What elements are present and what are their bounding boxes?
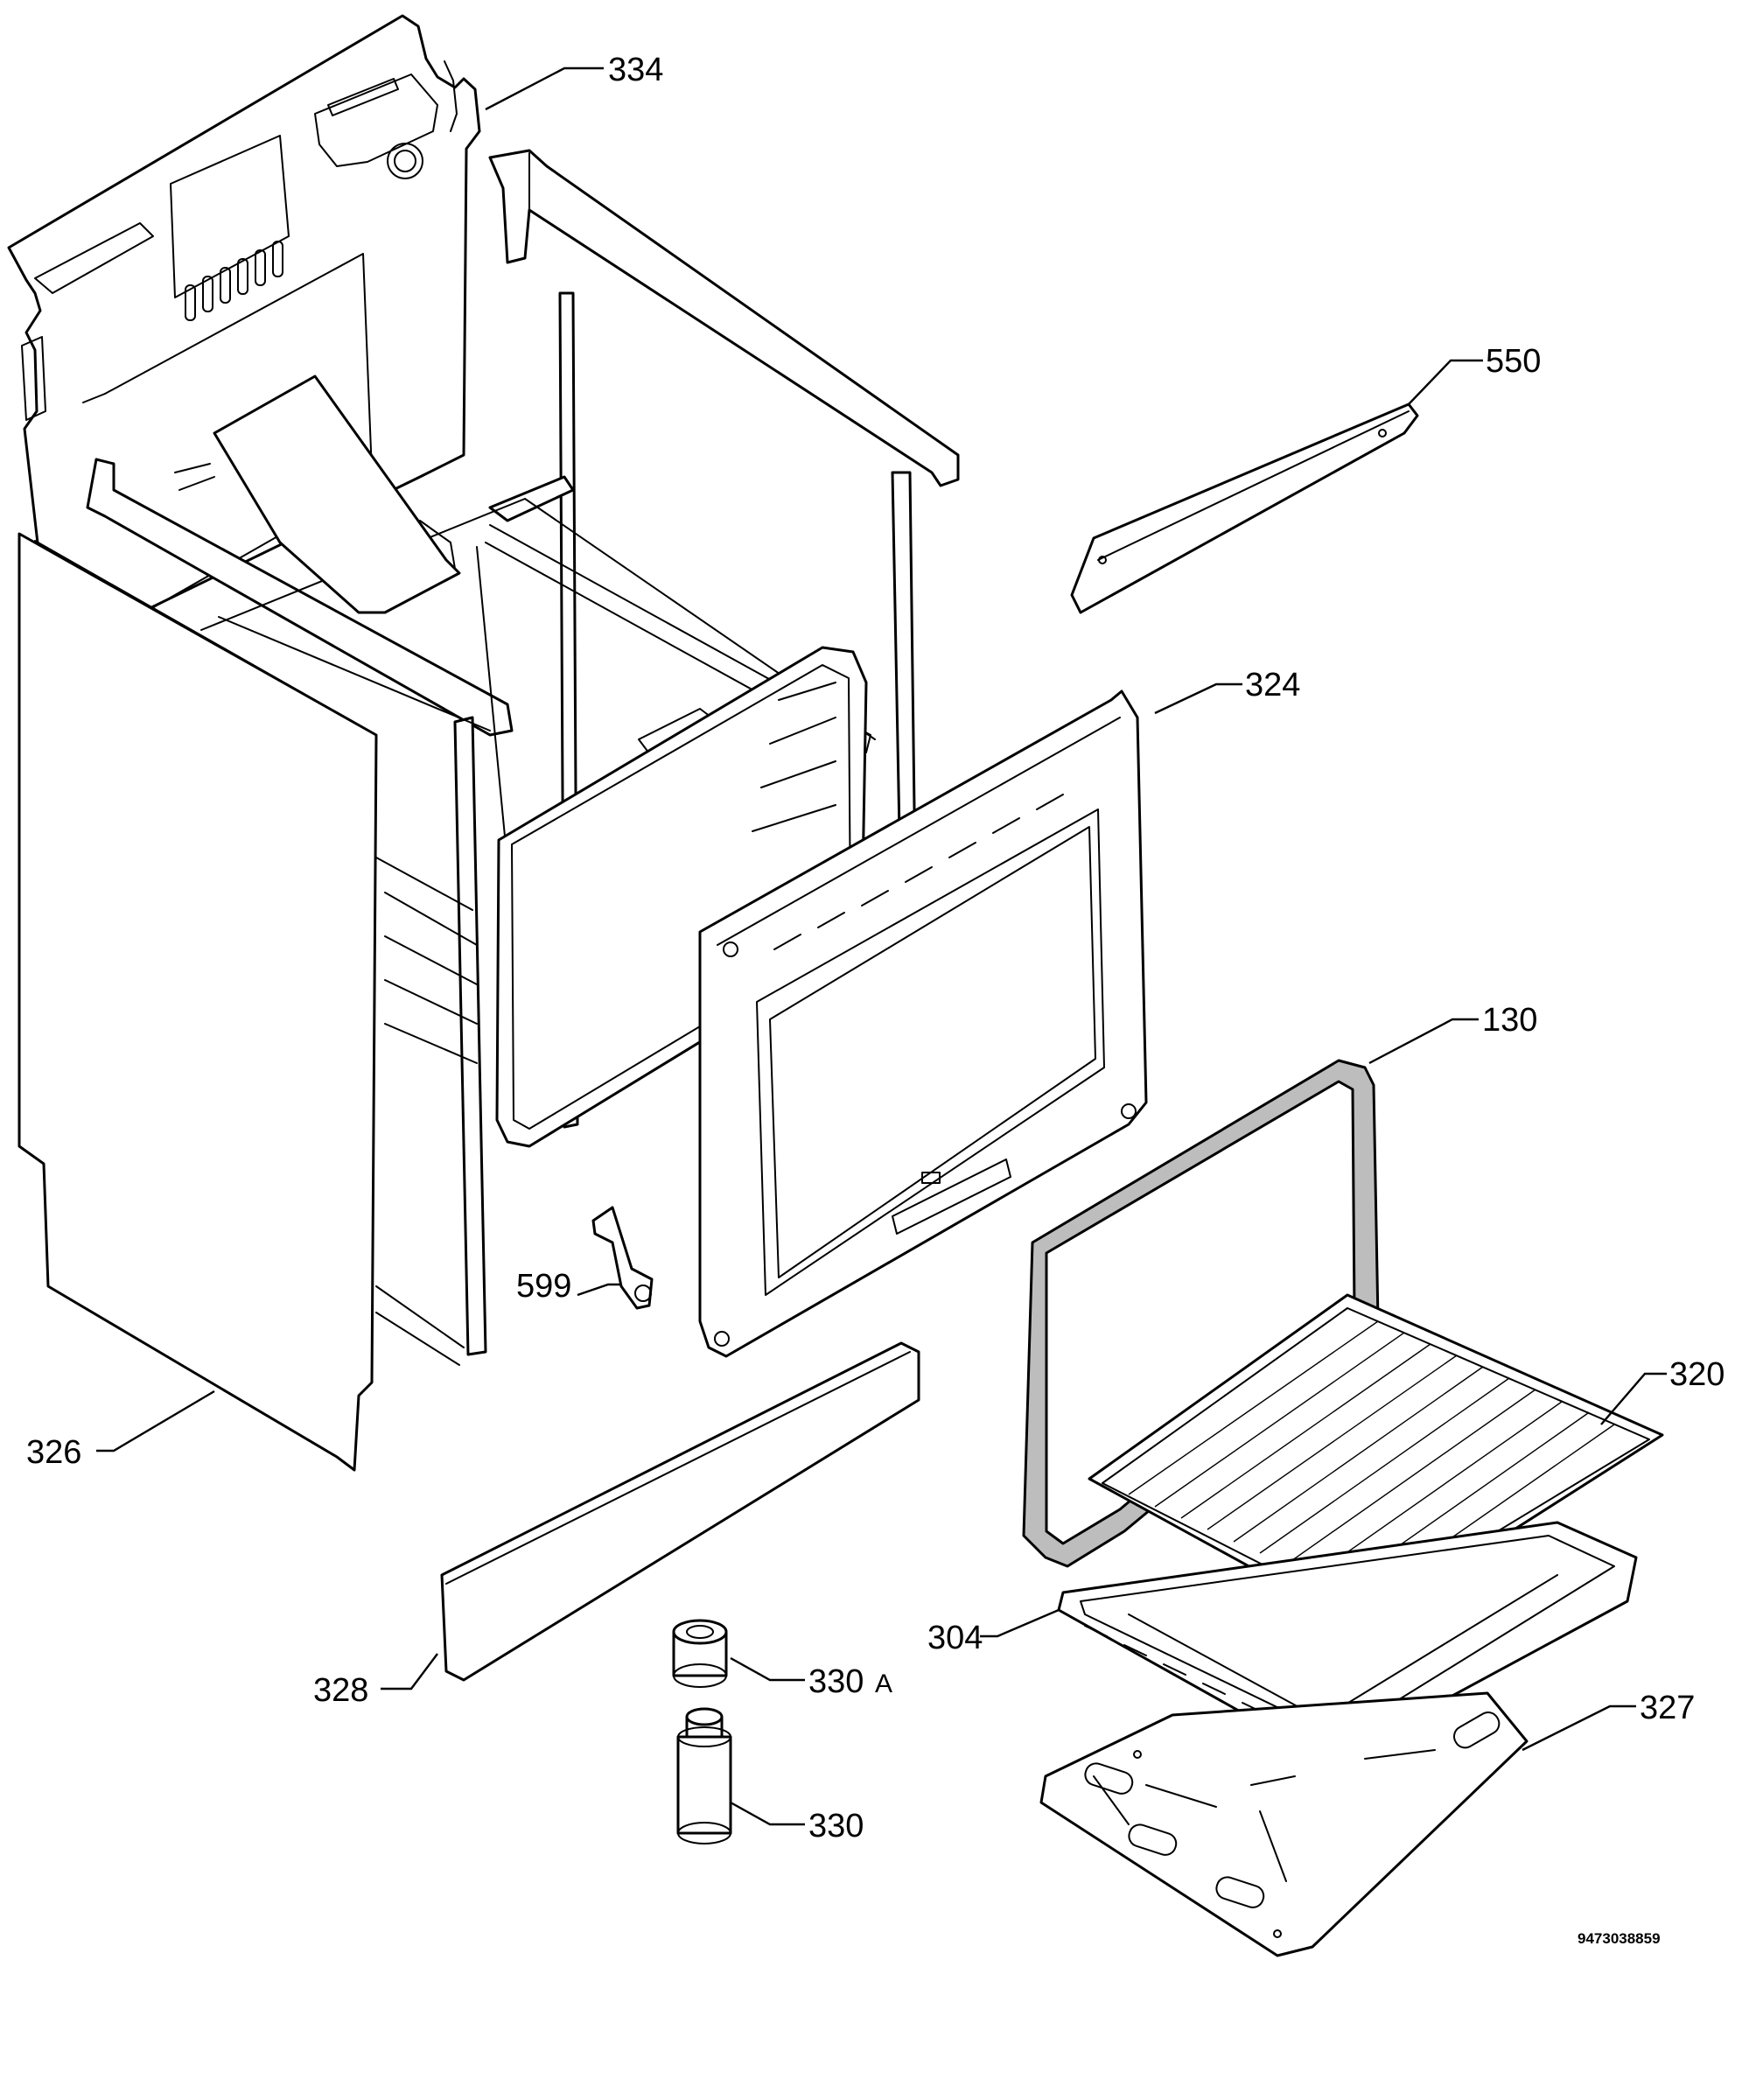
- label-304: 304: [927, 1620, 983, 1656]
- part-327-base-plate: [1039, 1691, 1529, 1957]
- label-599: 599: [516, 1268, 571, 1305]
- door-frame-slots: [773, 794, 1064, 950]
- part-599-bracket: [591, 1206, 654, 1310]
- label-550: 550: [1486, 343, 1541, 380]
- part-328-kick-plate: [440, 1341, 920, 1682]
- document-number: 9473038859: [1578, 1930, 1661, 1947]
- label-330: 330: [808, 1808, 864, 1844]
- part-330a-bushing: [672, 1619, 728, 1688]
- tray-slots: [1084, 1625, 1265, 1714]
- label-324: 324: [1245, 667, 1300, 704]
- leader-lines: [96, 66, 1667, 1826]
- label-330a-suffix: A: [875, 1670, 892, 1698]
- part-550-trim-strip: [1070, 402, 1419, 614]
- part-labels: 334 550 324 130 320 599 326 328 304 330 …: [26, 52, 1725, 1947]
- label-330a: 330: [808, 1663, 864, 1700]
- vent-slots: [185, 241, 283, 321]
- label-130: 130: [1482, 1002, 1537, 1039]
- part-320-wire-shelf: [1088, 1293, 1664, 1629]
- label-327: 327: [1640, 1690, 1695, 1726]
- label-326: 326: [26, 1434, 81, 1471]
- part-304-baking-tray: [1057, 1521, 1638, 1756]
- part-330-foot: [676, 1707, 732, 1844]
- label-328: 328: [313, 1672, 368, 1709]
- part-324-door-frame: [698, 690, 1148, 1358]
- part-326-side-panel: [17, 532, 378, 1472]
- label-334: 334: [608, 52, 663, 88]
- label-320: 320: [1669, 1356, 1725, 1393]
